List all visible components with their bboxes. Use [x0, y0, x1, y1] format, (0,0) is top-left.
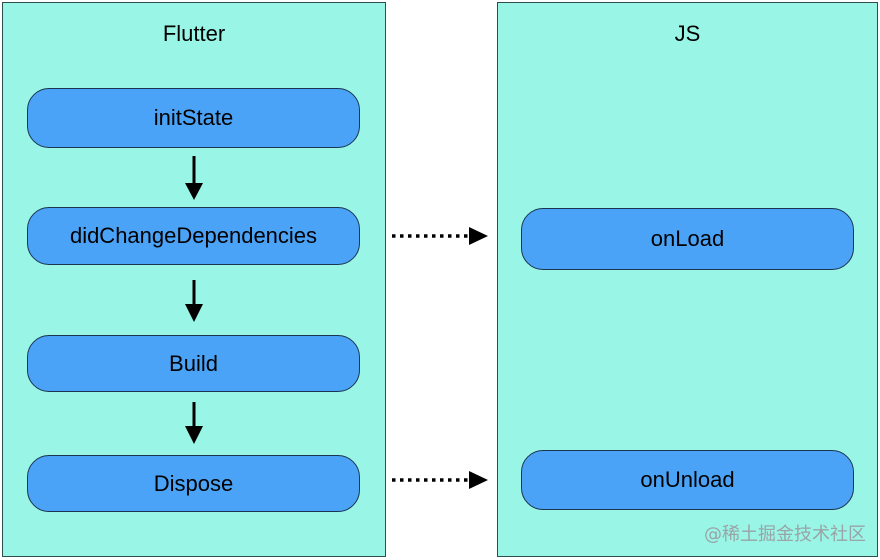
node-didchangedependencies: didChangeDependencies: [27, 207, 360, 265]
node-onload: onLoad: [521, 208, 854, 270]
flutter-panel-title: Flutter: [162, 21, 226, 46]
node-dispose: Dispose: [27, 455, 360, 512]
dotted-arrow-dispose-to-onunload: [392, 471, 488, 489]
watermark: @稀土掘金技术社区: [704, 524, 866, 545]
js-panel-title: JS: [674, 21, 701, 46]
node-initstate: initState: [27, 88, 360, 148]
node-build: Build: [27, 335, 360, 392]
node-onunload: onUnload: [521, 450, 854, 510]
dotted-arrow-didchange-to-onload: [392, 227, 488, 245]
